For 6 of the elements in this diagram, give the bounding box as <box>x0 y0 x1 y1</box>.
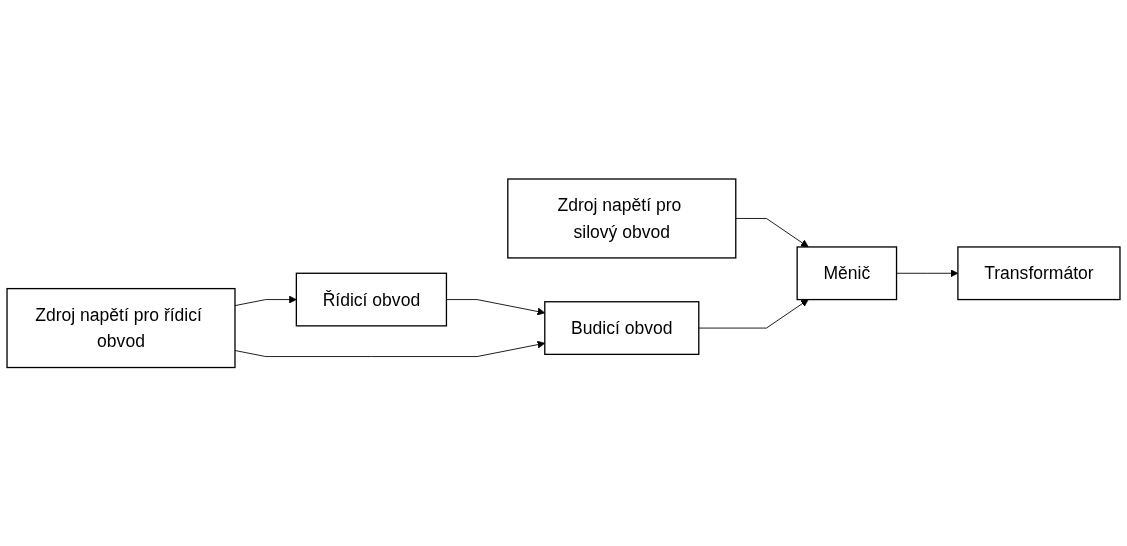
node-box: Zdroj napětí pro silový obvod <box>507 178 737 259</box>
node-box: Řídicí obvod <box>295 272 448 327</box>
node-box: Budicí obvod <box>544 300 700 355</box>
node-box: Zdroj napětí pro řídicí obvod <box>6 287 236 368</box>
node-box: Transformátor <box>957 246 1121 300</box>
node-box: Měnič <box>796 246 898 300</box>
